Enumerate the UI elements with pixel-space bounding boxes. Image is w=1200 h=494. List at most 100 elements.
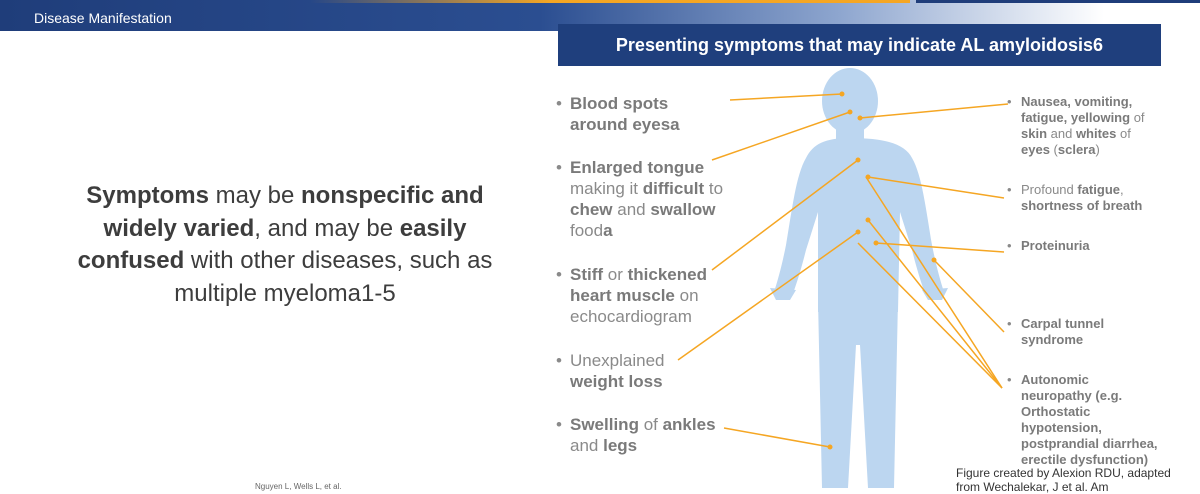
symptom-text-segment: swallow [650,200,716,219]
symptom-text-segment: of [1116,126,1131,141]
bullet-icon: • [1007,316,1012,331]
summary-part-6: with other diseases, such as multiple my… [174,247,493,307]
bullet-icon: • [1007,182,1012,197]
symptom-text-segment: Unexplained [570,351,665,370]
connector-carpal-tunnel [933,259,1005,333]
dot-eyes [839,91,845,97]
symptom-text-segment: weight loss [570,372,663,391]
symptom-text-segment: skin [1021,126,1048,141]
bullet-icon: • [1007,238,1012,253]
symptom-text-segment: Blood spots around eyes [570,94,671,134]
body-torso-and-arms [774,138,944,312]
bullet-icon: • [1007,372,1012,387]
symptom-text-segment: shortness of breath [1021,198,1143,213]
dot-heart [855,157,861,163]
symptom-text-segment: Carpal tunnel syndrome [1021,316,1105,347]
symptom-text-segment: , [1120,182,1124,197]
symptom-autonomic-neuropathy: • Autonomic neuropathy (e.g. Orthostatic … [1007,372,1161,468]
dot-kidney [873,240,879,246]
bullet-icon: • [1007,94,1012,109]
symptom-text-segment: ankles [662,415,716,434]
connector-lines [677,93,1009,448]
symptom-text-segment: on echocardiogram [570,286,699,326]
dot-nerves [865,217,871,223]
connector-fatigue [867,176,1005,199]
figure-credit: Figure created by Alexion RDU, adapted f… [956,466,1171,494]
connector-heart [711,159,859,271]
connector-neuropathy-3 [857,242,1003,389]
symptom-text-segment: making it [570,179,643,198]
summary-part-2: may be [208,182,302,209]
symptom-text-segment: to [704,179,724,198]
connector-nausea [859,103,1009,119]
symptom-text-segment: Swelling [570,415,639,434]
connector-proteinuria [875,242,1005,253]
symptom-carpal-tunnel: • Carpal tunnel syndrome [1007,316,1121,348]
body-head [822,68,878,134]
symptom-text-segment: Autonomic neuropathy (e.g. Orthostatic h… [1021,372,1158,467]
symptom-swelling: • Swelling of ankles and legs [556,414,730,456]
dot-wrist [931,257,937,263]
symptom-text-segment: a [670,115,680,134]
connector-swelling [723,427,831,448]
dot-liver [857,115,863,121]
summary-part-3: nonspecific and widely varied [103,182,484,242]
symptom-text-segment: Stiff [570,265,604,284]
symptom-text-segment: difficult [642,179,705,198]
symptom-text-segment: of [638,415,663,434]
symptom-text-segment: Enlarged tongue [570,158,705,177]
symptom-text-segment: eyes [1021,142,1050,157]
symptom-text-segment: Profound [1021,182,1078,197]
summary-part-5: easily confused [77,214,467,275]
body-legs [818,300,898,488]
symptom-enlarged-tongue: •Enlarged tongue making it difficult to … [556,157,745,241]
symptom-blood-spots: • Blood spots around eyesa [556,93,720,135]
symptom-text-segment: ) [1095,142,1100,157]
dot-tongue [847,109,853,115]
summary-part-1: Symptoms [86,182,209,209]
connector-blood-spots [729,93,843,101]
symptom-text-segment: a [603,221,613,240]
summary-statement: Symptoms may be nonspecific and widely v… [50,180,520,311]
symptom-text-segment: and [570,436,604,455]
diagram-title: Presenting symptoms that may indicate AL… [615,34,1104,55]
bullet-icon: • [556,265,562,284]
top-accent-line [310,0,910,3]
symptom-text-segment: Nausea, vomiting, fatigue, yellowing [1021,94,1133,125]
top-right-accent [916,0,1200,3]
summary-part-4: , and may be [254,214,400,242]
dot-stomach [855,229,861,235]
symptom-text-segment: or [603,265,628,284]
connector-dots [827,91,937,450]
bullet-icon: • [556,415,562,434]
connector-neuropathy-1 [865,176,1003,389]
symptom-text-segment: thickened heart muscle [570,265,707,305]
symptom-weight-loss: • Unexplained weight loss [556,350,700,392]
bullet-icon: • [556,351,562,370]
section-title: Disease Manifestation [34,10,172,26]
symptom-text-segment: whites [1075,126,1117,141]
symptom-fatigue: • Profound fatigue, shortness of breath [1007,182,1166,214]
dot-ankles [827,444,833,450]
symptom-text-segment: ( [1049,142,1058,157]
symptom-nausea: • Nausea, vomiting, fatigue, yellowing of… [1007,94,1161,158]
connector-tongue [711,111,851,161]
symptom-text-segment: Proteinuria [1021,238,1090,253]
symptom-heart-muscle: • Stiff or thickened heart muscle on echo… [556,264,730,327]
symptom-proteinuria: • Proteinuria [1007,238,1161,254]
bullet-icon: • [556,94,562,113]
symptom-text-segment: and [612,200,651,219]
symptom-text-segment: fatigue [1077,182,1120,197]
symptom-text-segment: food [570,221,604,240]
symptom-text-segment: chew [570,200,613,219]
diagram-title-banner: Presenting symptoms that may indicate AL… [558,24,1161,66]
bullet-icon: • [556,158,562,177]
dot-lungs [865,174,871,180]
footnote-reference: Nguyen L, Wells L, et al. [255,482,342,491]
symptom-text-segment: sclera [1057,142,1096,157]
symptom-text-segment: and [1047,126,1076,141]
symptom-text-segment: legs [603,436,638,455]
connector-neuropathy-2 [867,219,1003,389]
symptom-text-segment: of [1130,110,1145,125]
